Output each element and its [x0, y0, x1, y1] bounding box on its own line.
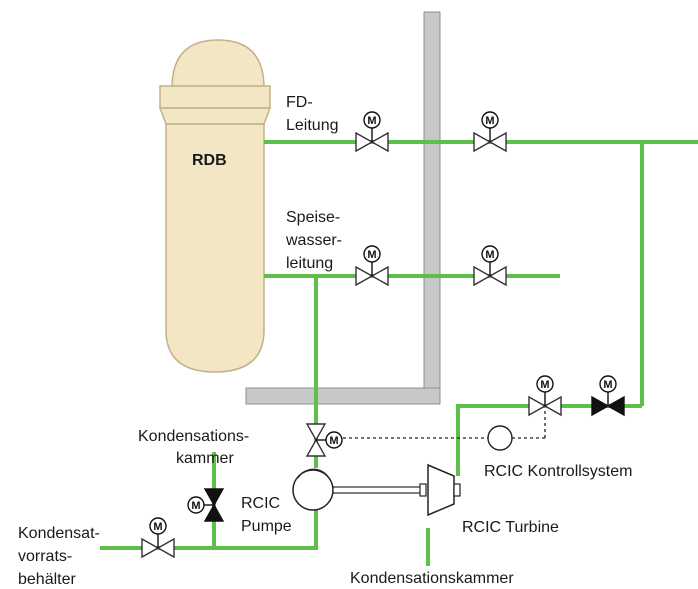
motor-label: M — [540, 379, 549, 391]
rcic-control-system-label: RCIC Kontrollsystem — [484, 463, 632, 480]
fd-line-label-1: FD- — [286, 94, 313, 111]
motor-label: M — [367, 249, 376, 261]
feedwater-label-3: leitung — [286, 255, 333, 272]
suppression-chamber-bottom-label: Kondensationskammer — [350, 570, 514, 587]
suppression-chamber-top-label-2: kammer — [176, 450, 234, 467]
rdb-label: RDB — [192, 152, 227, 169]
motor-label: M — [485, 249, 494, 261]
motor-icon — [149, 517, 167, 535]
suppression-chamber-top-label-1: Kondensations- — [138, 428, 249, 445]
pump-turbine-shaft — [332, 486, 426, 494]
fd-inner-isolation-valve: M — [355, 111, 389, 153]
reactor-pressure-vessel: RDB — [158, 39, 272, 373]
motor-label: M — [367, 115, 376, 127]
motor-icon — [187, 496, 205, 514]
steam-isolation-valve: M — [591, 375, 625, 417]
rcic-pump-label-2: Pumpe — [241, 518, 292, 535]
fd-outer-isolation-valve: M — [473, 111, 507, 153]
motor-label: M — [603, 379, 612, 391]
rcic-pump-label-1: RCIC — [241, 495, 280, 512]
motor-icon — [363, 245, 381, 263]
motor-icon — [481, 245, 499, 263]
condensate-tank-label-1: Kondensat- — [18, 525, 100, 542]
motor-label: M — [329, 435, 338, 447]
motor-label: M — [153, 521, 162, 533]
motor-icon — [599, 375, 617, 393]
motor-icon — [363, 111, 381, 129]
motor-icon — [325, 431, 343, 449]
rcic-pump — [292, 468, 334, 511]
rcic-turbine-label: RCIC Turbine — [462, 519, 559, 536]
feedwater-label-2: wasser- — [285, 232, 342, 249]
feedwater-inner-valve: M — [355, 245, 389, 287]
feedwater-label-1: Speise- — [286, 209, 340, 226]
condensate-tank-valve: M — [141, 517, 175, 559]
steam-admission-valve: M — [528, 375, 562, 417]
condensate-tank-label-2: vorrats- — [18, 548, 72, 565]
fd-line-label-2: Leitung — [286, 117, 339, 134]
rcic-control-system — [487, 425, 513, 451]
motor-label: M — [485, 115, 494, 127]
motor-icon — [536, 375, 554, 393]
suppression-suction-valve: M — [187, 488, 225, 522]
rcic-turbine — [419, 463, 461, 517]
motor-icon — [481, 111, 499, 129]
condensate-tank-label-3: behälter — [18, 571, 76, 588]
text-labels: FD- Leitung Speise- wasser- leitung Kond… — [18, 94, 632, 588]
pump-discharge-valve: M — [305, 423, 343, 457]
control-signal-lines — [337, 408, 546, 439]
containment-wall — [245, 11, 441, 405]
feedwater-outer-valve: M — [473, 245, 507, 287]
valves: M M M M M M M M M — [141, 111, 625, 559]
motor-label: M — [191, 500, 200, 512]
